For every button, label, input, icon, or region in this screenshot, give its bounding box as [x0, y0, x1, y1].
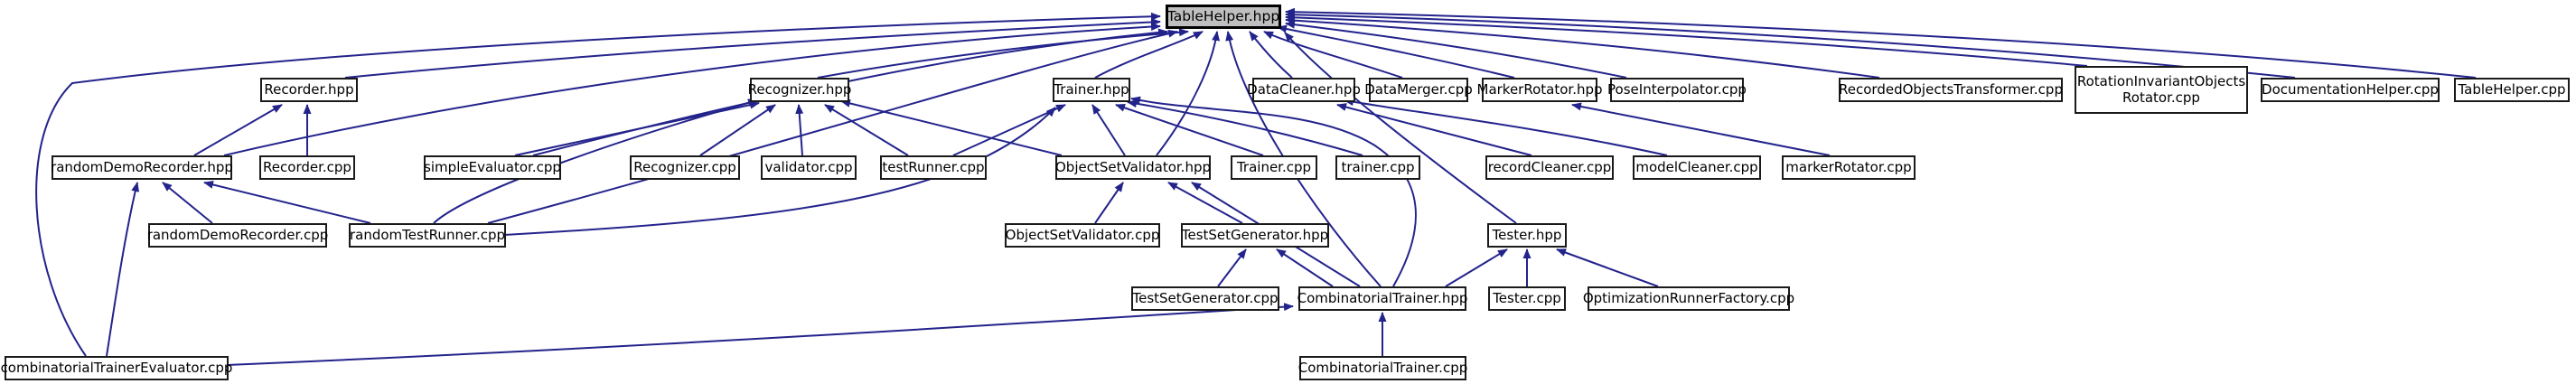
node-recorder-hpp[interactable]: Recorder.hpp: [260, 78, 358, 102]
node-tester-cpp[interactable]: Tester.cpp: [1488, 286, 1566, 311]
node-recognizer-cpp[interactable]: Recognizer.cpp: [630, 155, 740, 180]
node-testrunner-cpp[interactable]: testRunner.cpp: [880, 155, 987, 180]
node-optimizationrunnerfactory-cpp[interactable]: OptimizationRunnerFactory.cpp: [1583, 286, 1794, 311]
node-rotationinvariantobjectsrotator-cpp[interactable]: RotationInvariantObjects Rotator.cpp: [2075, 66, 2248, 114]
node-tester-hpp[interactable]: Tester.hpp: [1487, 223, 1567, 248]
node-datacleaner-hpp[interactable]: DataCleaner.hpp: [1247, 78, 1361, 102]
node-combinatorialtrainer-cpp[interactable]: CombinatorialTrainer.cpp: [1298, 356, 1467, 380]
node-trainer-cpp[interactable]: Trainer.cpp: [1231, 155, 1317, 180]
node-documentationhelper-cpp[interactable]: DocumentationHelper.cpp: [2261, 78, 2440, 102]
node-trainer-lowercase-cpp[interactable]: trainer.cpp: [1335, 155, 1420, 180]
node-recordedobjectstransformer-cpp[interactable]: RecordedObjectsTransformer.cpp: [1839, 78, 2063, 102]
node-modelcleaner-cpp[interactable]: modelCleaner.cpp: [1633, 155, 1761, 180]
node-randomdemorecorder-hpp[interactable]: randomDemoRecorder.hpp: [51, 155, 233, 180]
node-testsetgenerator-cpp[interactable]: TestSetGenerator.cpp: [1131, 286, 1279, 311]
node-poseinterpolator-cpp[interactable]: PoseInterpolator.cpp: [1607, 78, 1747, 102]
node-markerrotator-cpp[interactable]: markerRotator.cpp: [1782, 155, 1916, 180]
node-simpleevaluator-cpp[interactable]: simpleEvaluator.cpp: [424, 155, 561, 180]
node-randomtestrunner-cpp[interactable]: randomTestRunner.cpp: [349, 223, 506, 248]
node-validator-cpp[interactable]: validator.cpp: [761, 155, 857, 180]
node-tablehelper-hpp-root: TableHelper.hpp: [1166, 5, 1281, 29]
node-objectsetvalidator-hpp[interactable]: ObjectSetValidator.hpp: [1055, 155, 1211, 180]
node-tablehelper-cpp[interactable]: TableHelper.cpp: [2454, 78, 2570, 102]
node-recorder-cpp[interactable]: Recorder.cpp: [259, 155, 355, 180]
node-combinatorialtrainer-hpp[interactable]: CombinatorialTrainer.hpp: [1297, 286, 1467, 311]
node-recordcleaner-cpp[interactable]: recordCleaner.cpp: [1485, 155, 1614, 180]
node-datamerger-cpp[interactable]: DataMerger.cpp: [1364, 78, 1473, 102]
node-recognizer-hpp[interactable]: Recognizer.hpp: [748, 78, 851, 102]
node-objectsetvalidator-cpp[interactable]: ObjectSetValidator.cpp: [1005, 223, 1160, 248]
node-markerrotator-hpp[interactable]: MarkerRotator.hpp: [1477, 78, 1603, 102]
node-combinatorialtrainerevaluator-cpp[interactable]: combinatorialTrainerEvaluator.cpp: [1, 356, 232, 380]
node-trainer-hpp[interactable]: Trainer.hpp: [1053, 78, 1130, 102]
node-randomdemorecorder-cpp[interactable]: randomDemoRecorder.cpp: [147, 223, 328, 248]
node-testsetgenerator-hpp[interactable]: TestSetGenerator.hpp: [1181, 223, 1329, 248]
